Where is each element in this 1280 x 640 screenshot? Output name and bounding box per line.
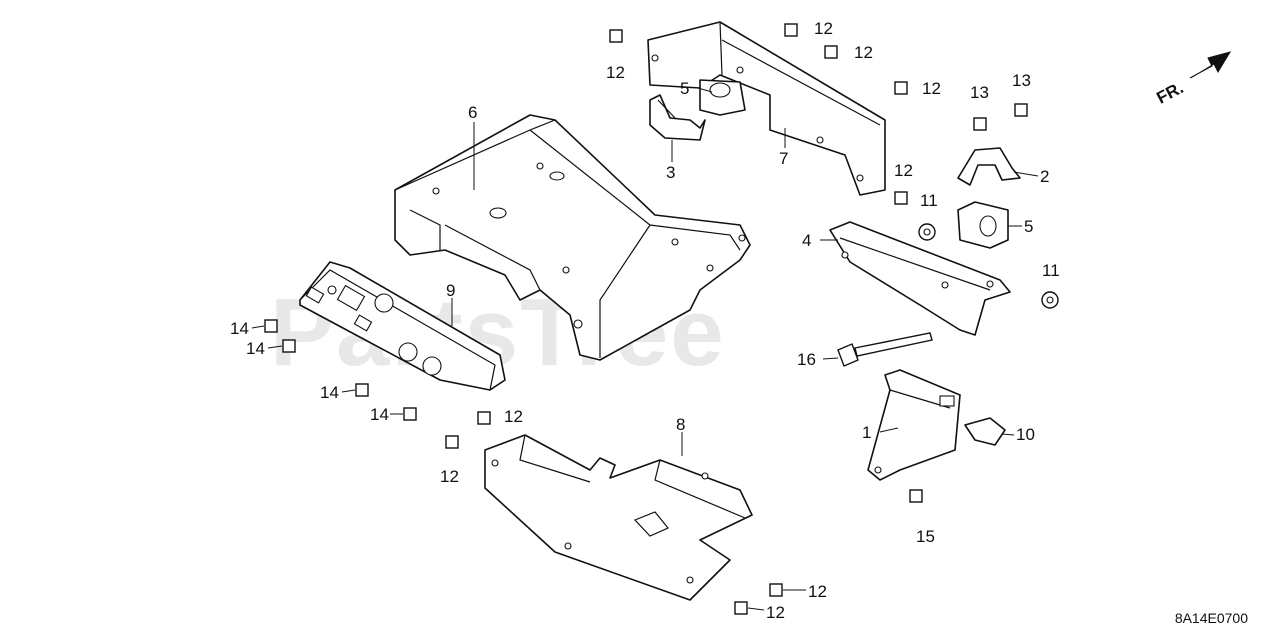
callout-11-a: 11	[920, 191, 938, 210]
part-3-clamp	[649, 94, 706, 141]
bolt-12-h	[769, 583, 783, 597]
part-16-long-bolt	[837, 332, 933, 367]
bolt-12-b	[784, 23, 798, 37]
callout-12-f: 12	[504, 407, 523, 426]
callout-14-a: 14	[230, 319, 249, 338]
part-4-bracket	[829, 221, 1011, 336]
bolt-12-a	[609, 29, 623, 43]
callout-12-g: 12	[440, 467, 459, 486]
bolt-14-d	[403, 407, 417, 421]
callout-14-b: 14	[246, 339, 265, 358]
part-9-panel	[299, 261, 506, 391]
callout-12-d: 12	[922, 79, 941, 98]
callout-13-b: 13	[1012, 71, 1031, 90]
callout-12-e: 12	[894, 161, 913, 180]
part-1-side-bracket	[867, 369, 961, 481]
callout-9: 9	[446, 281, 455, 300]
callout-12-a: 12	[606, 63, 625, 82]
callout-12-b: 12	[814, 19, 833, 38]
callout-16: 16	[797, 350, 816, 369]
leader-lines	[251, 87, 1039, 611]
callout-15: 15	[916, 527, 935, 546]
callout-2: 2	[1040, 167, 1049, 186]
callout-8: 8	[676, 415, 685, 434]
arrow-up-right-icon	[1189, 51, 1232, 79]
diagram-code: 8A14E0700	[1174, 610, 1248, 626]
callout-5-upper: 5	[680, 79, 689, 98]
callout-3: 3	[666, 163, 675, 182]
bolt-14-a	[264, 319, 278, 333]
callout-13-a: 13	[970, 83, 989, 102]
washer-11-b	[1041, 291, 1059, 309]
part-7-upper-bracket	[647, 21, 886, 196]
part-6-main-frame	[394, 114, 751, 361]
bolt-12-e	[894, 191, 908, 205]
part-2-clamp	[957, 147, 1021, 186]
direction-label: FR.	[1153, 78, 1186, 108]
callout-11-b: 11	[1042, 261, 1060, 280]
part-10-clip	[964, 417, 1006, 446]
callout-12-h: 12	[808, 582, 827, 601]
callout-14-d: 14	[370, 405, 389, 424]
bolt-12-c	[824, 45, 838, 59]
callout-10: 10	[1016, 425, 1035, 444]
callout-12-c: 12	[854, 43, 873, 62]
callout-7: 7	[779, 149, 788, 168]
callout-1: 1	[862, 423, 871, 442]
callout-4: 4	[802, 231, 811, 250]
washer-11-a	[918, 223, 936, 241]
bolt-14-b	[282, 339, 296, 353]
part-8-bottom-plate	[484, 434, 753, 601]
bolt-14-c	[355, 383, 369, 397]
part-5-bushing-upper	[699, 79, 746, 116]
bolt-12-i	[734, 601, 748, 615]
callout-14-c: 14	[320, 383, 339, 402]
callouts: 1 2 3 4 5 5 6 7 8 9 10 11 11 12 12 12 12…	[230, 19, 1060, 622]
bolt-13-a	[973, 117, 987, 131]
bolt-15	[909, 489, 923, 503]
bolt-12-d	[894, 81, 908, 95]
bolt-12-f	[477, 411, 491, 425]
part-5-bushing-right	[957, 201, 1009, 249]
callout-6: 6	[468, 103, 477, 122]
direction-indicator: FR.	[1153, 51, 1232, 108]
callout-12-i: 12	[766, 603, 785, 622]
bolt-13-b	[1014, 103, 1028, 117]
bolt-12-g	[445, 435, 459, 449]
callout-5-right: 5	[1024, 217, 1033, 236]
